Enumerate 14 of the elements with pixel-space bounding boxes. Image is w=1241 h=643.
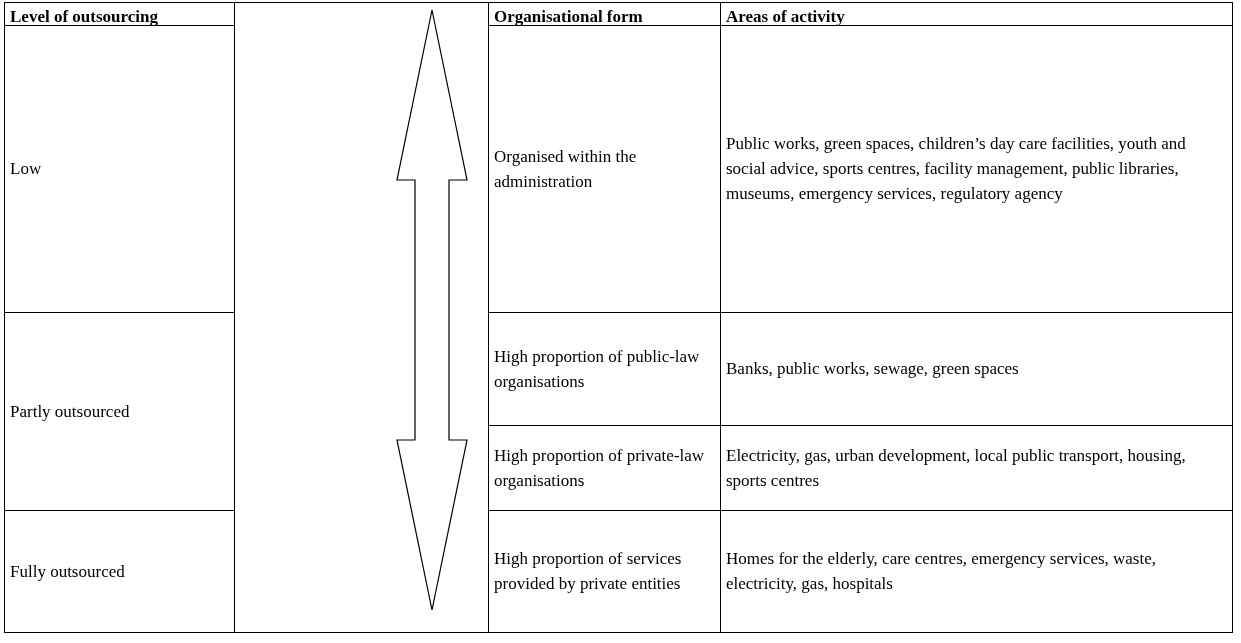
table-cell-text: High proportion of services provided by private entities (493, 548, 683, 595)
table-cell-text: Public works, green spaces, children’s day care facilities, youth and social advice, sports centres, facility management, public libraries, museums, emergency services, regulatory agency (725, 133, 1187, 205)
table-cell-text: Low (9, 158, 43, 180)
table-cell-text: Organised within the administration (493, 145, 638, 193)
table-cell-text: Electricity, gas, urban development, local public transport, housing, sports centres (725, 444, 1187, 492)
table-cell-text: High proportion of private-law organisations (493, 444, 706, 492)
column-header: Organisational form (493, 6, 644, 25)
table-cell-text: High proportion of public-law organisations (493, 345, 701, 393)
table-cell-text: Homes for the elderly, care centres, emergency services, waste, electricity, gas, hospitals (725, 548, 1157, 595)
table-cell-text: Fully outsourced (9, 560, 126, 583)
column-header: Level of outsourcing (9, 6, 159, 25)
column-header: Areas of activity (725, 6, 846, 25)
table-cell-text: Partly outsourced (9, 400, 131, 423)
table-cell-text: Banks, public works, sewage, green spaces (725, 358, 1020, 380)
